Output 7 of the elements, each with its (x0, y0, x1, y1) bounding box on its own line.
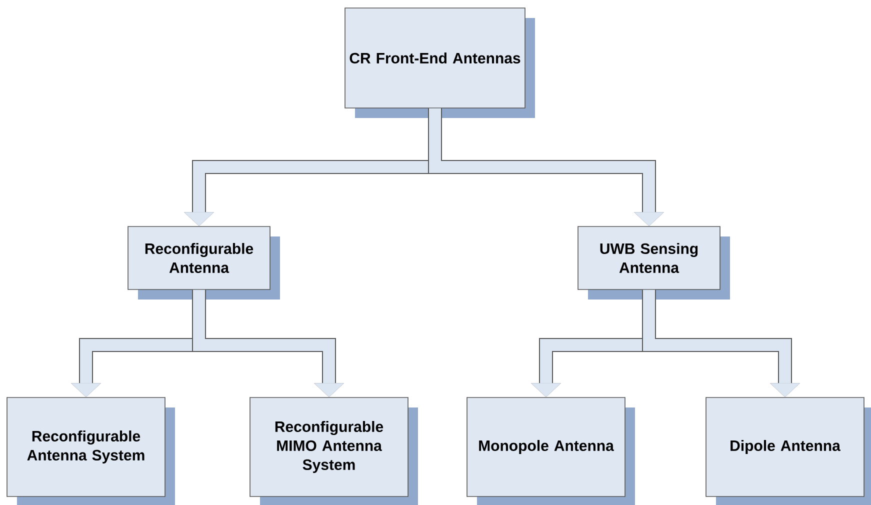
process-box: Dipole Antenna (706, 397, 871, 505)
process-box: Monopole Antenna (466, 397, 635, 505)
process-box: Reconfigurable Antenna (128, 226, 280, 300)
process-box: Reconfigurable MIMO Antenna System (250, 397, 418, 505)
process-box: CR Front-End Antennas (344, 8, 535, 118)
process-box: Reconfigurable Antenna System (6, 397, 175, 505)
process-box: UWB Sensing Antenna (578, 226, 730, 300)
